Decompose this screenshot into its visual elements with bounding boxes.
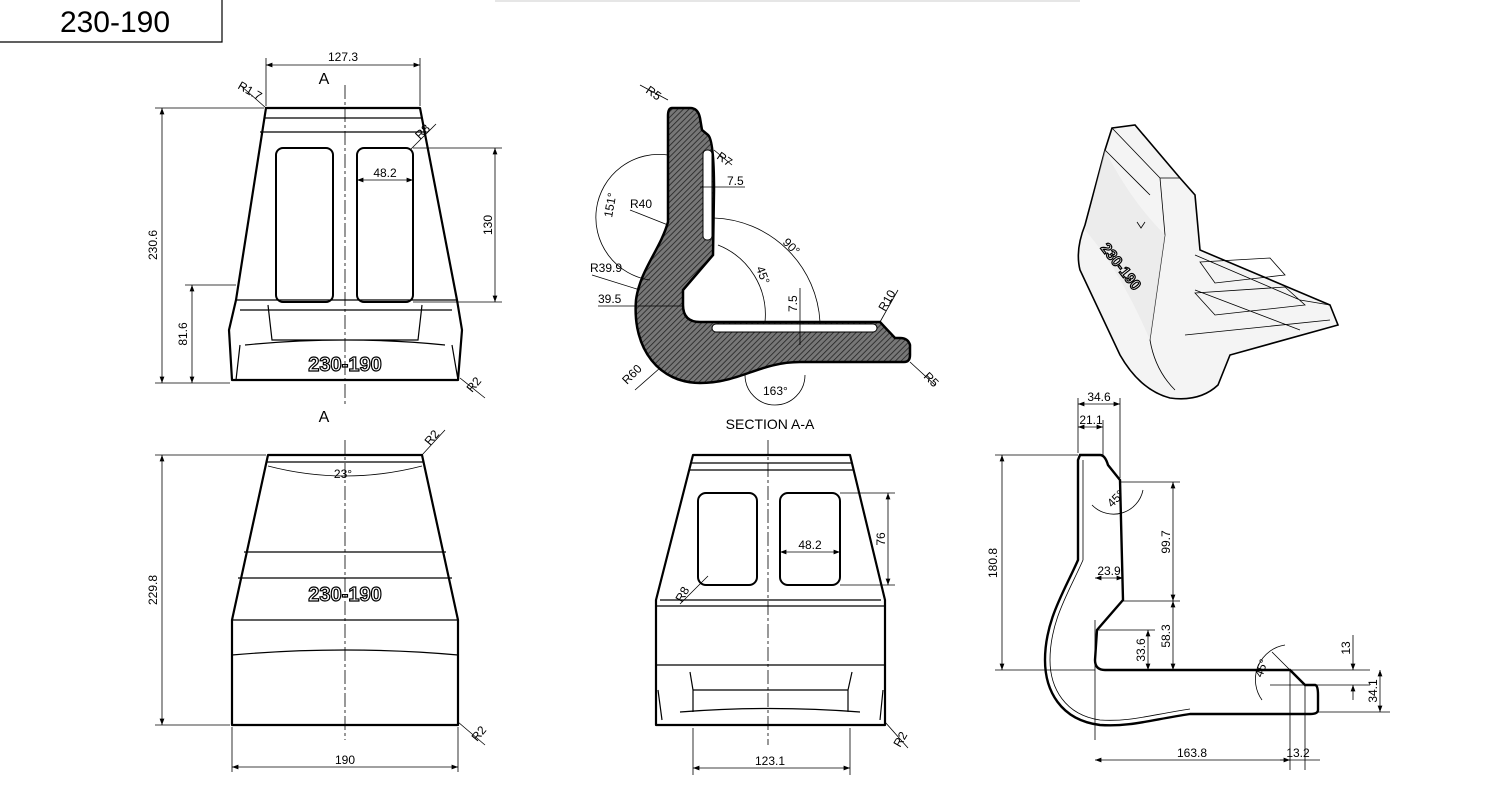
dim-height: 229.8 xyxy=(146,575,160,605)
dim-lower-len: 58.3 xyxy=(1159,624,1173,648)
dim-inner-height: 33.6 xyxy=(1134,638,1148,662)
dim-angle: 23° xyxy=(334,467,352,481)
front-view: 230-190 A A 127.3 230.6 81.6 130 48.2 R1… xyxy=(146,50,502,426)
dim-slot-depth-upper: 7.5 xyxy=(727,174,744,188)
dim-r-heel: R60 xyxy=(619,361,645,387)
dim-r-bottom: R2 xyxy=(464,374,485,395)
dim-top-width: 127.3 xyxy=(328,50,358,64)
dim-r-inner: R40 xyxy=(630,197,652,211)
dim-width: 190 xyxy=(335,753,355,767)
dim-window-height: 76 xyxy=(874,532,888,546)
dim-r-top: R1.7 xyxy=(236,78,265,103)
dim-thickness: 39.5 xyxy=(598,292,622,306)
dim-height: 180.8 xyxy=(986,548,1000,578)
dim-r-end: R5 xyxy=(921,369,942,390)
dim-r-tip: R10 xyxy=(875,287,898,313)
dim-height: 230.6 xyxy=(146,230,160,260)
part-number-title: 230-190 xyxy=(60,6,170,39)
dim-top-flat: 21.1 xyxy=(1079,413,1103,427)
dim-top-total: 34.6 xyxy=(1087,390,1111,404)
dim-upper-len: 99.7 xyxy=(1159,530,1173,554)
section-view: R5 R7 7.5 R40 151° R39.9 39.5 90° 45° 7.… xyxy=(590,83,942,432)
section-marker-top: A xyxy=(319,71,330,88)
dim-r-window: R8 xyxy=(672,584,692,605)
side-view: 34.6 21.1 180.8 45° 99.7 23.9 58.3 33.6 … xyxy=(986,390,1390,770)
dim-tip-angle: 45° xyxy=(1252,657,1271,679)
dim-r-top: R5 xyxy=(643,83,664,103)
dim-angle-45: 45° xyxy=(753,264,772,286)
dim-toe-height: 34.1 xyxy=(1366,679,1380,703)
dim-r-top: R2 xyxy=(422,427,443,448)
dim-lower-height: 81.6 xyxy=(176,322,190,346)
dim-tip-len: 13.2 xyxy=(1286,746,1310,760)
section-marker-bottom: A xyxy=(319,409,330,426)
dim-r-bottom: R2 xyxy=(890,729,910,750)
dim-step: 23.9 xyxy=(1097,564,1121,578)
dim-r-slot: R7 xyxy=(714,149,735,169)
dim-angle-bottom: 163° xyxy=(763,384,788,398)
dim-r-bottom: R2 xyxy=(469,723,490,744)
dim-tip-height: 13 xyxy=(1339,641,1353,655)
title-block: 230-190 xyxy=(0,0,1080,43)
dim-window-width: 48.2 xyxy=(373,166,397,180)
dim-bottom-width: 123.1 xyxy=(755,754,785,768)
dim-window-width: 48.2 xyxy=(798,538,822,552)
dim-length: 163.8 xyxy=(1177,746,1207,760)
dim-angle-upper: 151° xyxy=(601,191,619,218)
rear-view: 76 48.2 R8 123.1 R2 xyxy=(654,440,910,775)
dim-slot-depth-lower: 7.5 xyxy=(786,295,800,312)
dim-angle-90: 90° xyxy=(780,235,803,258)
bottom-view: 230-190 23° 229.8 190 R2 R2 xyxy=(146,427,489,772)
iso-view: 230-190 xyxy=(1077,124,1340,400)
section-title: SECTION A-A xyxy=(726,416,815,432)
dim-r-outer: R39.9 xyxy=(590,261,622,275)
dim-window-height: 130 xyxy=(481,215,495,235)
